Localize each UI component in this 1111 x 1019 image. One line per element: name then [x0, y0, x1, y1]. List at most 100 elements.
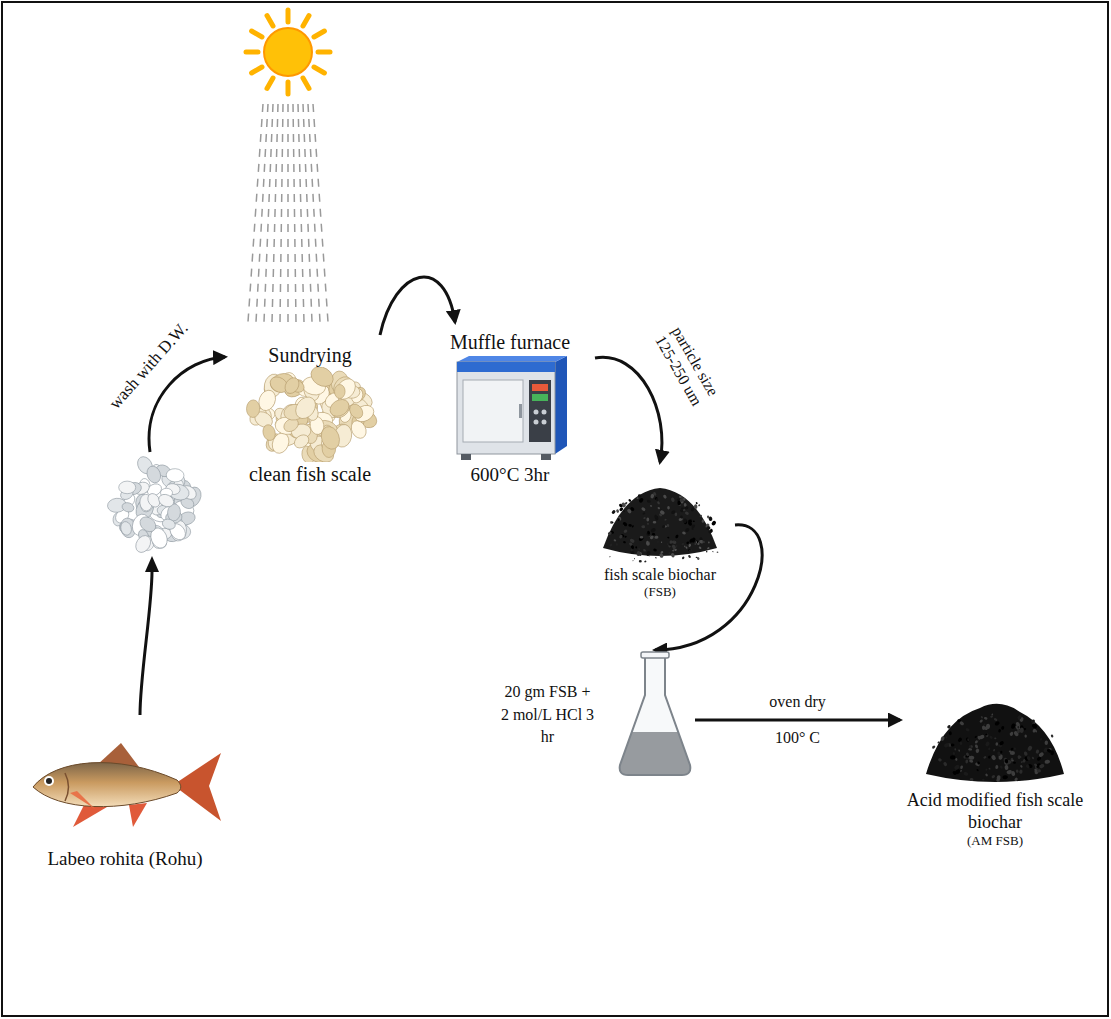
biochar-grain [632, 560, 633, 561]
process-arrow [695, 719, 900, 722]
biochar-grain [943, 761, 948, 766]
ray-dash [264, 104, 273, 322]
biochar-grain [1010, 723, 1016, 729]
step-label: wash with D.W. [105, 318, 193, 413]
biochar-grain [673, 540, 675, 542]
biochar-grain [985, 733, 988, 735]
biochar-mound [603, 488, 717, 556]
biochar-grain [642, 550, 644, 552]
biochar-grain [995, 742, 998, 746]
biochar-grain [1035, 730, 1037, 733]
stage-label: (FSB) [585, 584, 735, 600]
biochar-grain [637, 494, 642, 498]
stage-label: Muffle furnace [425, 330, 595, 354]
biochar-grain [1037, 769, 1042, 773]
biochar-grain [1025, 764, 1030, 769]
biochar-grain [1004, 765, 1008, 771]
biochar-grain [609, 556, 611, 558]
biochar-grain [693, 520, 695, 522]
display [532, 394, 548, 401]
biochar-grain [952, 770, 957, 775]
furnace-foot [461, 454, 471, 460]
biochar-grain [965, 727, 970, 732]
biochar-grain [951, 743, 955, 746]
sun-ray [252, 67, 262, 73]
biochar-grain [613, 539, 616, 542]
biochar-grain [671, 510, 676, 515]
biochar-grain [696, 557, 698, 558]
biochar-grain [660, 551, 663, 554]
stage-illustration [425, 354, 595, 464]
biochar-grain [1034, 763, 1038, 767]
biochar-grain [667, 537, 670, 539]
button [542, 410, 547, 415]
biochar-stage: fish scale biochar(FSB) [585, 462, 735, 608]
biochar-grain [646, 540, 650, 545]
biochar-grain [643, 549, 647, 552]
biochar-grain [619, 507, 624, 512]
biochar-grain [1010, 751, 1015, 755]
sun-rays [248, 104, 328, 322]
step-label: oven dry 100° C [758, 684, 838, 756]
scale-flake [119, 481, 136, 494]
biochar-grain [643, 517, 646, 520]
scale-flake [119, 520, 133, 536]
biochar-grain [670, 497, 675, 502]
biochar-grain [675, 545, 678, 548]
biochar-grain [702, 541, 705, 544]
button [534, 420, 539, 425]
biochar-grain [672, 550, 674, 552]
furnace-body [457, 362, 555, 454]
biochar-grain [687, 521, 693, 527]
biochar-grain [694, 543, 696, 545]
biochar-grain [999, 740, 1005, 746]
biochar-grain [699, 514, 702, 517]
scale-flake [133, 533, 154, 555]
biochar-grain [977, 735, 981, 740]
sun-ray [286, 10, 291, 22]
stage-label: Labeo rohita (Rohu) [20, 848, 230, 871]
biochar-grain [983, 755, 987, 759]
fish-fin [129, 803, 147, 827]
biochar-grain [969, 759, 973, 763]
biochar-grain [639, 560, 642, 562]
sun-ray [318, 50, 330, 55]
scale-flake [307, 367, 336, 390]
biochar-grain [636, 551, 640, 556]
biochar-grain [688, 548, 690, 551]
biochar-grain [997, 751, 1001, 756]
biochar-grain [691, 537, 697, 543]
biochar-grain [683, 503, 686, 507]
biochar-grain [965, 760, 968, 764]
biochar-grain [681, 542, 685, 545]
biochar-grain [642, 512, 645, 515]
biochar-grain [1019, 727, 1024, 733]
sun-ray [314, 67, 324, 73]
biochar-grain [1016, 769, 1019, 773]
biochar-grain [624, 535, 627, 538]
biochar-grain [672, 540, 677, 544]
biochar-grain [983, 723, 986, 726]
scale-flake [157, 492, 176, 509]
stage-label: 600°C 3hr [425, 464, 595, 487]
biochar-grain [940, 736, 945, 742]
raw-scale-pile [107, 454, 204, 555]
control-panel [529, 380, 551, 442]
biochar-grain [711, 520, 717, 526]
scale-flake [161, 518, 177, 531]
biochar-grain [653, 521, 657, 524]
biochar-grain [1034, 768, 1037, 771]
biochar-grain [968, 744, 973, 749]
biochar-grain [959, 741, 963, 745]
fish-fin [70, 791, 95, 809]
biochar-grain [985, 741, 991, 747]
biochar-grain [938, 758, 943, 762]
biochar-grain [691, 528, 694, 531]
biochar-grain [680, 515, 684, 519]
arrowhead [145, 556, 159, 572]
biochar-grain [659, 553, 665, 559]
step-label: particle size 125-250 um [646, 313, 729, 419]
biochar-grain [675, 534, 679, 539]
biochar-grain [1044, 759, 1050, 764]
biochar-grain [663, 494, 668, 499]
